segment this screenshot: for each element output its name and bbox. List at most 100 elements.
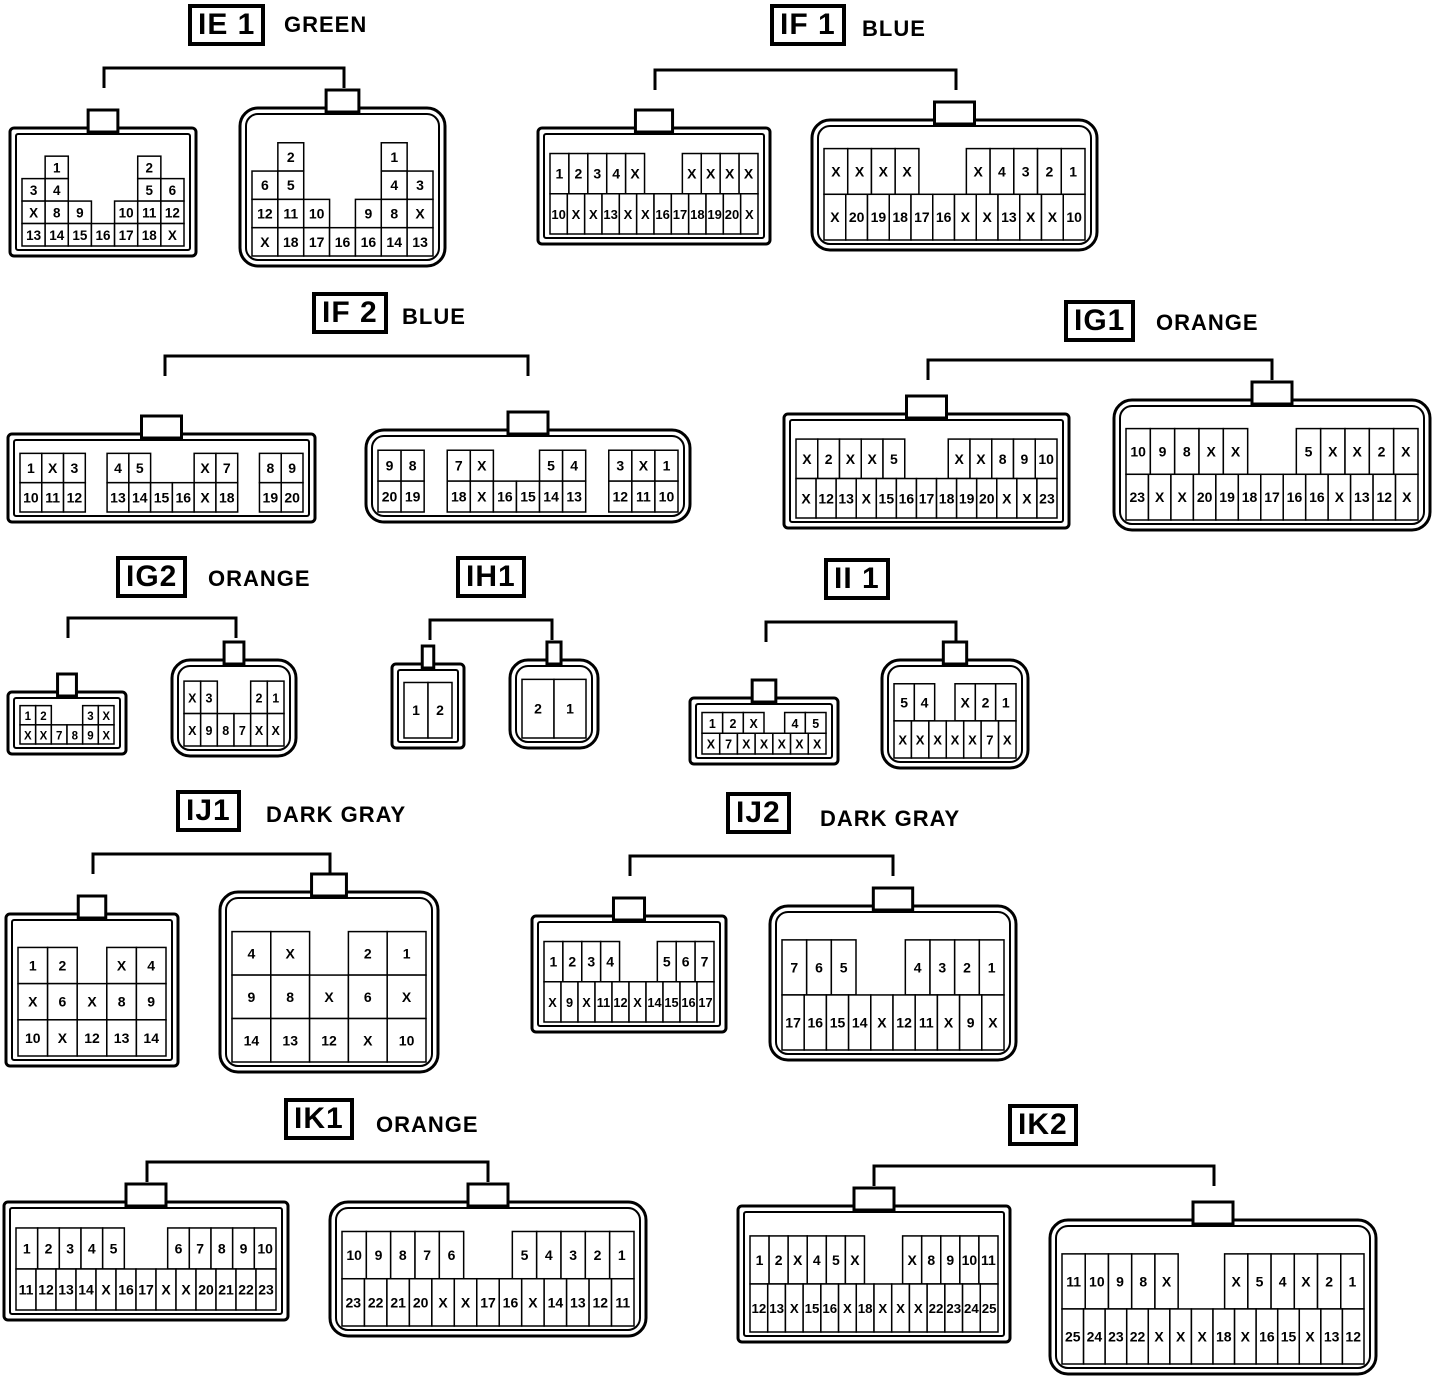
- connector-color-ij1: DARK GRAY: [266, 802, 407, 827]
- pin-cell: [1344, 427, 1371, 476]
- pin-unused: X: [813, 738, 822, 752]
- pin-number: 16: [899, 490, 915, 506]
- connector-tag-ik1: IK1: [284, 1098, 354, 1140]
- connector-ig2-male-inner: [13, 697, 121, 749]
- connector-tag-ij1: IJ1: [176, 790, 241, 832]
- pin-cell: [380, 142, 408, 172]
- pin-unused: X: [1022, 490, 1032, 506]
- pin-cell: [654, 480, 679, 513]
- pair-bracket: [163, 354, 530, 376]
- pin-unused: X: [879, 163, 889, 179]
- pin-cell: [1062, 193, 1086, 241]
- pin-number: 12: [593, 1294, 609, 1310]
- pin-cell: [380, 170, 408, 201]
- connector-ij1-female-inner: [225, 897, 433, 1067]
- pin-unused: X: [641, 207, 650, 222]
- pin-cell: [302, 198, 331, 229]
- pair-bracket: [872, 1164, 1216, 1186]
- pin-cell: [1394, 473, 1419, 521]
- pin-unused: X: [944, 1014, 954, 1030]
- pin-number: 25: [982, 1301, 997, 1316]
- connector-ij1-male-inner: [11, 919, 173, 1061]
- connector-ik1-female-inner: [335, 1207, 641, 1331]
- pin-number: 8: [72, 730, 79, 742]
- pin-number: 6: [682, 954, 690, 970]
- pin-number: 1: [1348, 1273, 1356, 1289]
- pin-number: 4: [792, 717, 799, 731]
- pin-number: 9: [566, 995, 573, 1010]
- pin-unused: X: [117, 958, 127, 974]
- pin-number: 17: [480, 1294, 496, 1310]
- pin-cell: [270, 930, 311, 976]
- pin-number: 9: [248, 989, 256, 1005]
- pin-number: 20: [198, 1281, 214, 1297]
- pin-cell: [76, 1019, 108, 1057]
- pin-number: 16: [936, 209, 952, 225]
- pin-unused: X: [624, 207, 633, 222]
- pin-unused: X: [830, 209, 840, 225]
- pin-number: 11: [19, 1281, 34, 1297]
- pin-cell: [135, 982, 167, 1021]
- pair-bracket: [628, 854, 895, 876]
- pin-number: 11: [1066, 1273, 1081, 1289]
- pin-number: 17: [309, 234, 325, 250]
- connector-tag-ig2: IG2: [116, 556, 188, 598]
- pin-number: 1: [27, 460, 35, 476]
- pin-number: 4: [606, 954, 614, 970]
- pin-number: 1: [390, 149, 398, 165]
- pin-number: 17: [919, 490, 935, 506]
- pin-unused: X: [271, 724, 280, 738]
- pin-unused: X: [795, 738, 804, 752]
- pin-cell: [17, 946, 49, 985]
- pin-cell: [978, 939, 1005, 996]
- pin-number: 12: [818, 490, 834, 506]
- pin-number: 4: [612, 166, 620, 182]
- pin-number: 12: [321, 1032, 337, 1048]
- pin-unused: X: [1352, 443, 1362, 459]
- connector-color-ik1: ORANGE: [376, 1112, 479, 1137]
- pin-number: 7: [701, 954, 709, 970]
- pin-unused: X: [831, 163, 841, 179]
- pin-number: 18: [1216, 1328, 1232, 1344]
- pin-unused: X: [878, 1301, 887, 1316]
- pin-cell: [739, 193, 759, 235]
- pin-unused: X: [633, 995, 642, 1010]
- pin-cell: [400, 480, 425, 513]
- pin-unused: X: [200, 460, 210, 476]
- pin-number: 2: [146, 160, 154, 175]
- connector-ik2-male-inner: [743, 1211, 1005, 1337]
- pin-cell: [76, 982, 108, 1021]
- pin-number: 3: [416, 177, 424, 193]
- pin-unused: X: [916, 732, 925, 747]
- connector-ik2-male-latch: [852, 1186, 896, 1212]
- pin-number: 15: [830, 1014, 846, 1030]
- pin-number: 14: [386, 234, 402, 250]
- pin-number: 9: [1159, 443, 1167, 459]
- pin-number: 16: [96, 228, 111, 243]
- pin-number: 13: [1001, 209, 1017, 225]
- pin-number: 24: [964, 1301, 979, 1316]
- pin-number: 12: [613, 489, 629, 505]
- pin-unused: X: [846, 451, 856, 467]
- connector-tag-ij2: IJ2: [726, 792, 791, 834]
- pin-number: 3: [206, 691, 213, 705]
- pin-cell: [1222, 427, 1249, 476]
- pin-unused: X: [1048, 209, 1058, 225]
- pin-number: 10: [309, 206, 325, 222]
- connector-ie1-male-inner: [15, 133, 191, 251]
- pin-number: 2: [1046, 163, 1054, 179]
- pin-number: 18: [892, 209, 908, 225]
- pin-number: 16: [655, 207, 669, 222]
- pin-unused: X: [802, 451, 812, 467]
- pin-number: 4: [914, 959, 922, 975]
- pin-number: 13: [58, 1281, 74, 1297]
- pin-cell: [406, 198, 434, 229]
- connector-ig1-male-latch: [905, 394, 948, 420]
- pin-unused: X: [793, 1252, 803, 1268]
- pin-unused: X: [639, 458, 649, 474]
